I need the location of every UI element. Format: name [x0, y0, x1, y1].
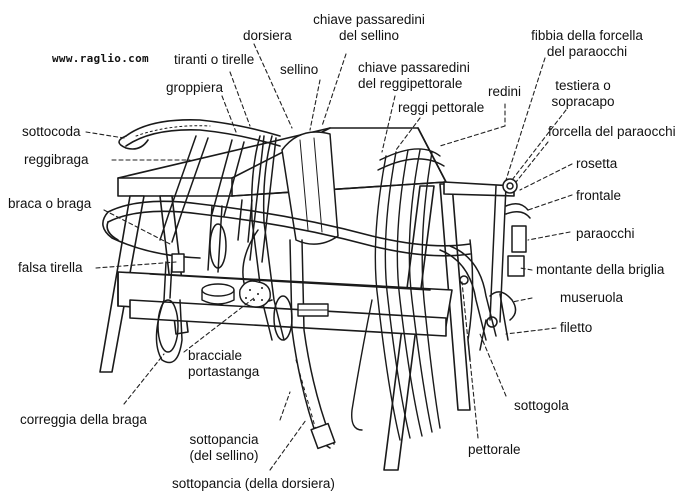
label-fibbia: fibbia della forcella del paraocchi: [512, 28, 662, 60]
label-chiave-regg-line2: del reggipettorale: [358, 76, 463, 91]
crupper-strap: [118, 119, 281, 150]
label-museruola: museruola: [560, 290, 624, 305]
label-tiranti: tiranti o tirelle: [174, 52, 255, 67]
label-chiave-reggipettorale: chiave passaredini del reggipettorale: [358, 60, 470, 92]
sottopancia-sellino-strap: [289, 239, 336, 450]
label-testiera-line1: testiera o: [555, 78, 611, 93]
label-bracciale: bracciale portastanga: [188, 348, 259, 380]
saddle-pad: [281, 131, 339, 245]
label-redini: redini: [488, 84, 522, 99]
label-montante: montante della briglia: [536, 262, 665, 277]
bridle: [467, 178, 531, 361]
label-sottocoda: sottocoda: [22, 124, 81, 139]
label-testiera: testiera o sopracapo: [540, 78, 626, 110]
label-paraocchi: paraocchi: [576, 226, 635, 241]
watermark-text: www.raglio.com: [50, 52, 151, 65]
label-sottopancia-sellino: sottopancia (del sellino): [178, 432, 270, 464]
label-fibbia-line1: fibbia della forcella: [531, 28, 643, 43]
label-sottopancia-dorsiera: sottopancia (della dorsiera): [172, 476, 335, 491]
label-bracciale-line2: portastanga: [188, 364, 260, 379]
pettorale-strap: [439, 245, 497, 341]
label-testiera-line2: sopracapo: [551, 94, 615, 109]
braca-loop: [102, 200, 471, 259]
label-chiave-regg-line1: chiave passaredini: [358, 60, 470, 75]
label-filetto: filetto: [560, 320, 593, 335]
label-chiave-sellino: chiave passaredini del sellino: [304, 12, 434, 44]
label-chiave-sellino-line2: del sellino: [338, 28, 400, 43]
label-rosetta: rosetta: [576, 156, 618, 171]
label-falsa-tirella: falsa tirella: [18, 260, 83, 275]
label-sellino: sellino: [280, 62, 319, 77]
label-correggia: correggia della braga: [20, 412, 147, 427]
reins-coils: [351, 148, 445, 441]
sawhorse-stand: [99, 127, 515, 471]
label-fibbia-line2: del paraocchi: [546, 44, 628, 59]
label-dorsiera: dorsiera: [243, 28, 292, 43]
leader-lines: [85, 43, 573, 471]
label-sottopancia-sel-line2: (del sellino): [189, 448, 259, 463]
label-reggi-pettorale: reggi pettorale: [398, 100, 485, 115]
label-groppiera: groppiera: [166, 80, 224, 95]
shelf-items: [201, 280, 329, 317]
label-frontale: frontale: [576, 188, 622, 203]
label-pettorale: pettorale: [468, 442, 521, 457]
label-reggibraga: reggibraga: [24, 152, 89, 167]
label-sottogola: sottogola: [514, 398, 569, 413]
label-bracciale-line1: bracciale: [188, 348, 243, 363]
label-braca: braca o braga: [8, 196, 92, 211]
label-sottopancia-sel-line1: sottopancia: [189, 432, 259, 447]
label-chiave-sellino-line1: chiave passaredini: [313, 12, 425, 27]
label-forcella: forcella del paraocchi: [548, 124, 676, 139]
